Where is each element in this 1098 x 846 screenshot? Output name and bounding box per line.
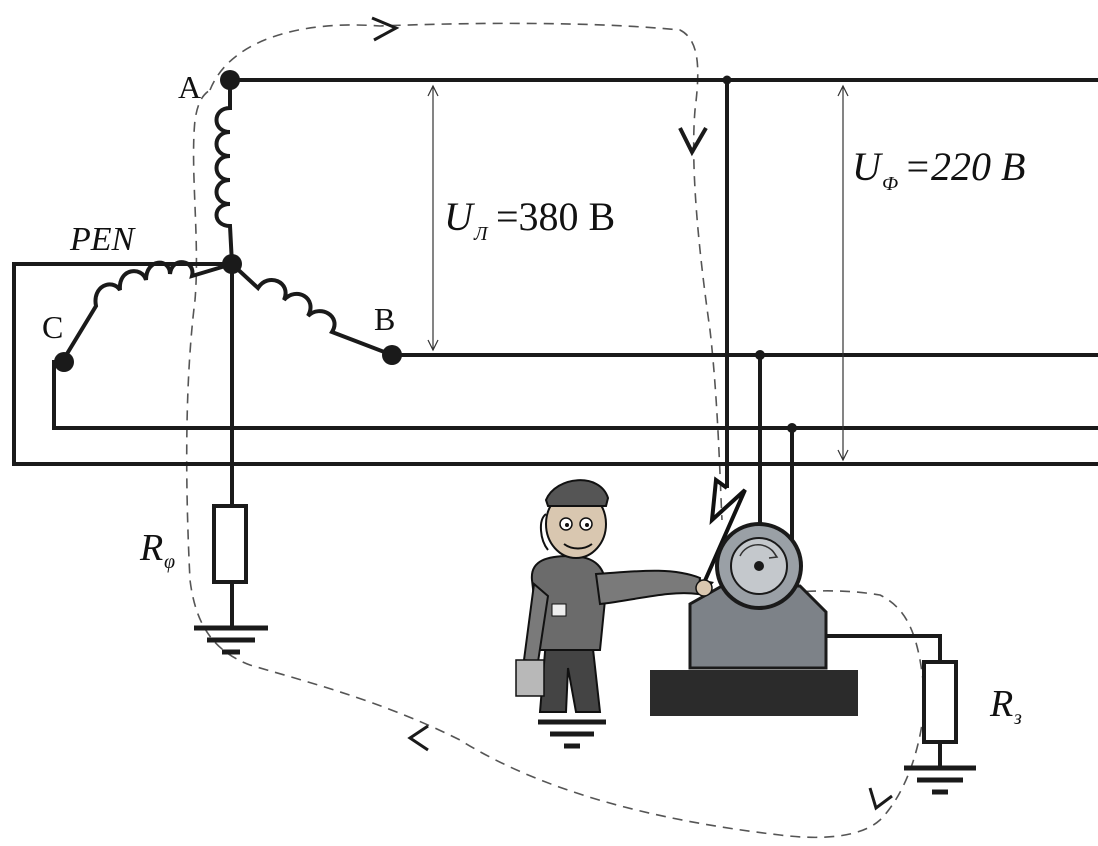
svg-text:φ: φ [164,551,175,573]
winding-b [230,262,393,357]
svg-text:з: з [1013,707,1022,729]
resistor-r-phi [212,504,248,584]
svg-text:=220 В: =220 В [904,144,1025,189]
motor-shaft [754,561,764,571]
winding-a [214,80,234,265]
terminal-c [54,352,74,372]
resistor-r-z [922,660,958,744]
label-phase-c: C [42,309,63,345]
arrow-bottom-icon [407,724,429,752]
motor-ground-wire [826,634,942,662]
pen-conductor [12,262,1098,466]
svg-text:U: U [444,194,476,239]
arrow-top-icon [371,16,400,42]
arrow-down-icon [678,126,708,157]
arrow-right-icon [868,787,893,811]
fault-lightning-icon [698,476,747,593]
fault-current-path [185,22,926,839]
motor-body [688,584,828,670]
neutral-node [222,254,242,274]
svg-text:U: U [852,144,884,189]
phase-c-conductor [52,360,1098,430]
label-u-line: U Л =380 В [444,194,615,245]
label-u-phase: U Ф =220 В [852,144,1025,195]
svg-text:Ф: Ф [882,173,898,195]
label-phase-b: B [374,301,395,337]
svg-text:R: R [139,527,163,569]
label-phase-a: A [178,69,201,105]
svg-text:R: R [989,683,1013,725]
svg-text:=380 В: =380 В [496,194,615,239]
label-pen: PEN [69,221,137,258]
worker-figure [515,479,713,749]
terminal-b [382,345,402,365]
motor-base [650,670,858,716]
terminal-a [220,70,240,90]
svg-text:Л: Л [473,223,489,245]
winding-c [60,260,233,364]
label-r-phi: R φ [139,527,175,573]
label-r-z: R з [989,683,1022,729]
